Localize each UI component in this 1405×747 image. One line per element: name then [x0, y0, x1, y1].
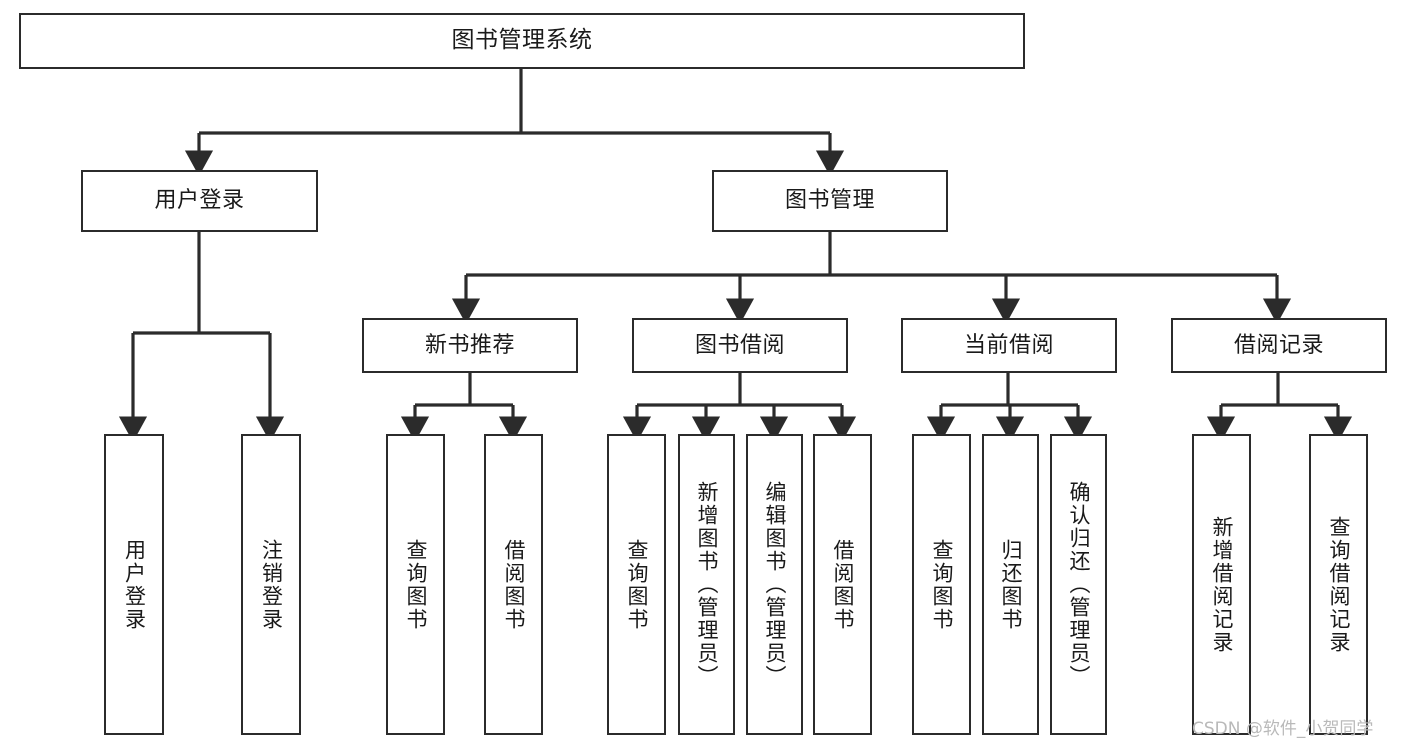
node-leaf-query-record[interactable]: 查询借阅记录 — [1309, 434, 1368, 735]
node-user-login[interactable]: 用户登录 — [81, 170, 318, 232]
node-leaf-user-login-label: 用户登录 — [122, 538, 147, 631]
watermark: CSDN @软件_小贺同学 — [1192, 719, 1374, 739]
node-borrow-record[interactable]: 借阅记录 — [1171, 318, 1387, 373]
node-book-borrow-label: 图书借阅 — [694, 332, 785, 358]
node-leaf-return-book[interactable]: 归还图书 — [982, 434, 1039, 735]
node-leaf-confirm-return[interactable]: 确认归还（管理员） — [1050, 434, 1107, 735]
node-user-login-label: 用户登录 — [154, 188, 245, 214]
node-leaf-borrow-book-1[interactable]: 借阅图书 — [484, 434, 543, 735]
node-root-label: 图书管理系统 — [451, 27, 593, 54]
node-leaf-user-login[interactable]: 用户登录 — [104, 434, 164, 735]
node-leaf-confirm-return-label: 确认归还（管理员） — [1067, 481, 1091, 688]
node-book-manage-label: 图书管理 — [784, 188, 875, 214]
node-leaf-return-book-label: 归还图书 — [999, 538, 1023, 631]
node-leaf-borrow-book-1-label: 借阅图书 — [502, 538, 526, 631]
node-leaf-borrow-book-2[interactable]: 借阅图书 — [813, 434, 872, 735]
node-leaf-edit-book[interactable]: 编辑图书（管理员） — [746, 434, 803, 735]
node-leaf-query-book-1[interactable]: 查询图书 — [386, 434, 445, 735]
node-current-borrow[interactable]: 当前借阅 — [901, 318, 1117, 373]
node-leaf-edit-book-label: 编辑图书（管理员） — [763, 481, 787, 688]
node-borrow-record-label: 借阅记录 — [1233, 332, 1324, 358]
node-leaf-query-book-3-label: 查询图书 — [930, 538, 954, 631]
node-new-book-recommend-label: 新书推荐 — [424, 332, 515, 358]
node-leaf-add-record-label: 新增借阅记录 — [1210, 515, 1234, 654]
node-book-borrow[interactable]: 图书借阅 — [632, 318, 848, 373]
node-leaf-add-record[interactable]: 新增借阅记录 — [1192, 434, 1251, 735]
node-leaf-query-book-2[interactable]: 查询图书 — [607, 434, 666, 735]
node-leaf-add-book[interactable]: 新增图书（管理员） — [678, 434, 735, 735]
node-leaf-query-book-3[interactable]: 查询图书 — [912, 434, 971, 735]
node-leaf-query-book-1-label: 查询图书 — [404, 538, 428, 631]
node-leaf-add-book-label: 新增图书（管理员） — [695, 481, 719, 688]
node-current-borrow-label: 当前借阅 — [963, 332, 1054, 358]
node-leaf-logout-login[interactable]: 注销登录 — [241, 434, 301, 735]
node-book-manage[interactable]: 图书管理 — [712, 170, 948, 232]
node-root[interactable]: 图书管理系统 — [19, 13, 1025, 69]
node-leaf-borrow-book-2-label: 借阅图书 — [831, 538, 855, 631]
node-leaf-query-record-label: 查询借阅记录 — [1327, 515, 1351, 654]
node-leaf-logout-login-label: 注销登录 — [259, 538, 284, 631]
node-leaf-query-book-2-label: 查询图书 — [625, 538, 649, 631]
node-new-book-recommend[interactable]: 新书推荐 — [362, 318, 578, 373]
